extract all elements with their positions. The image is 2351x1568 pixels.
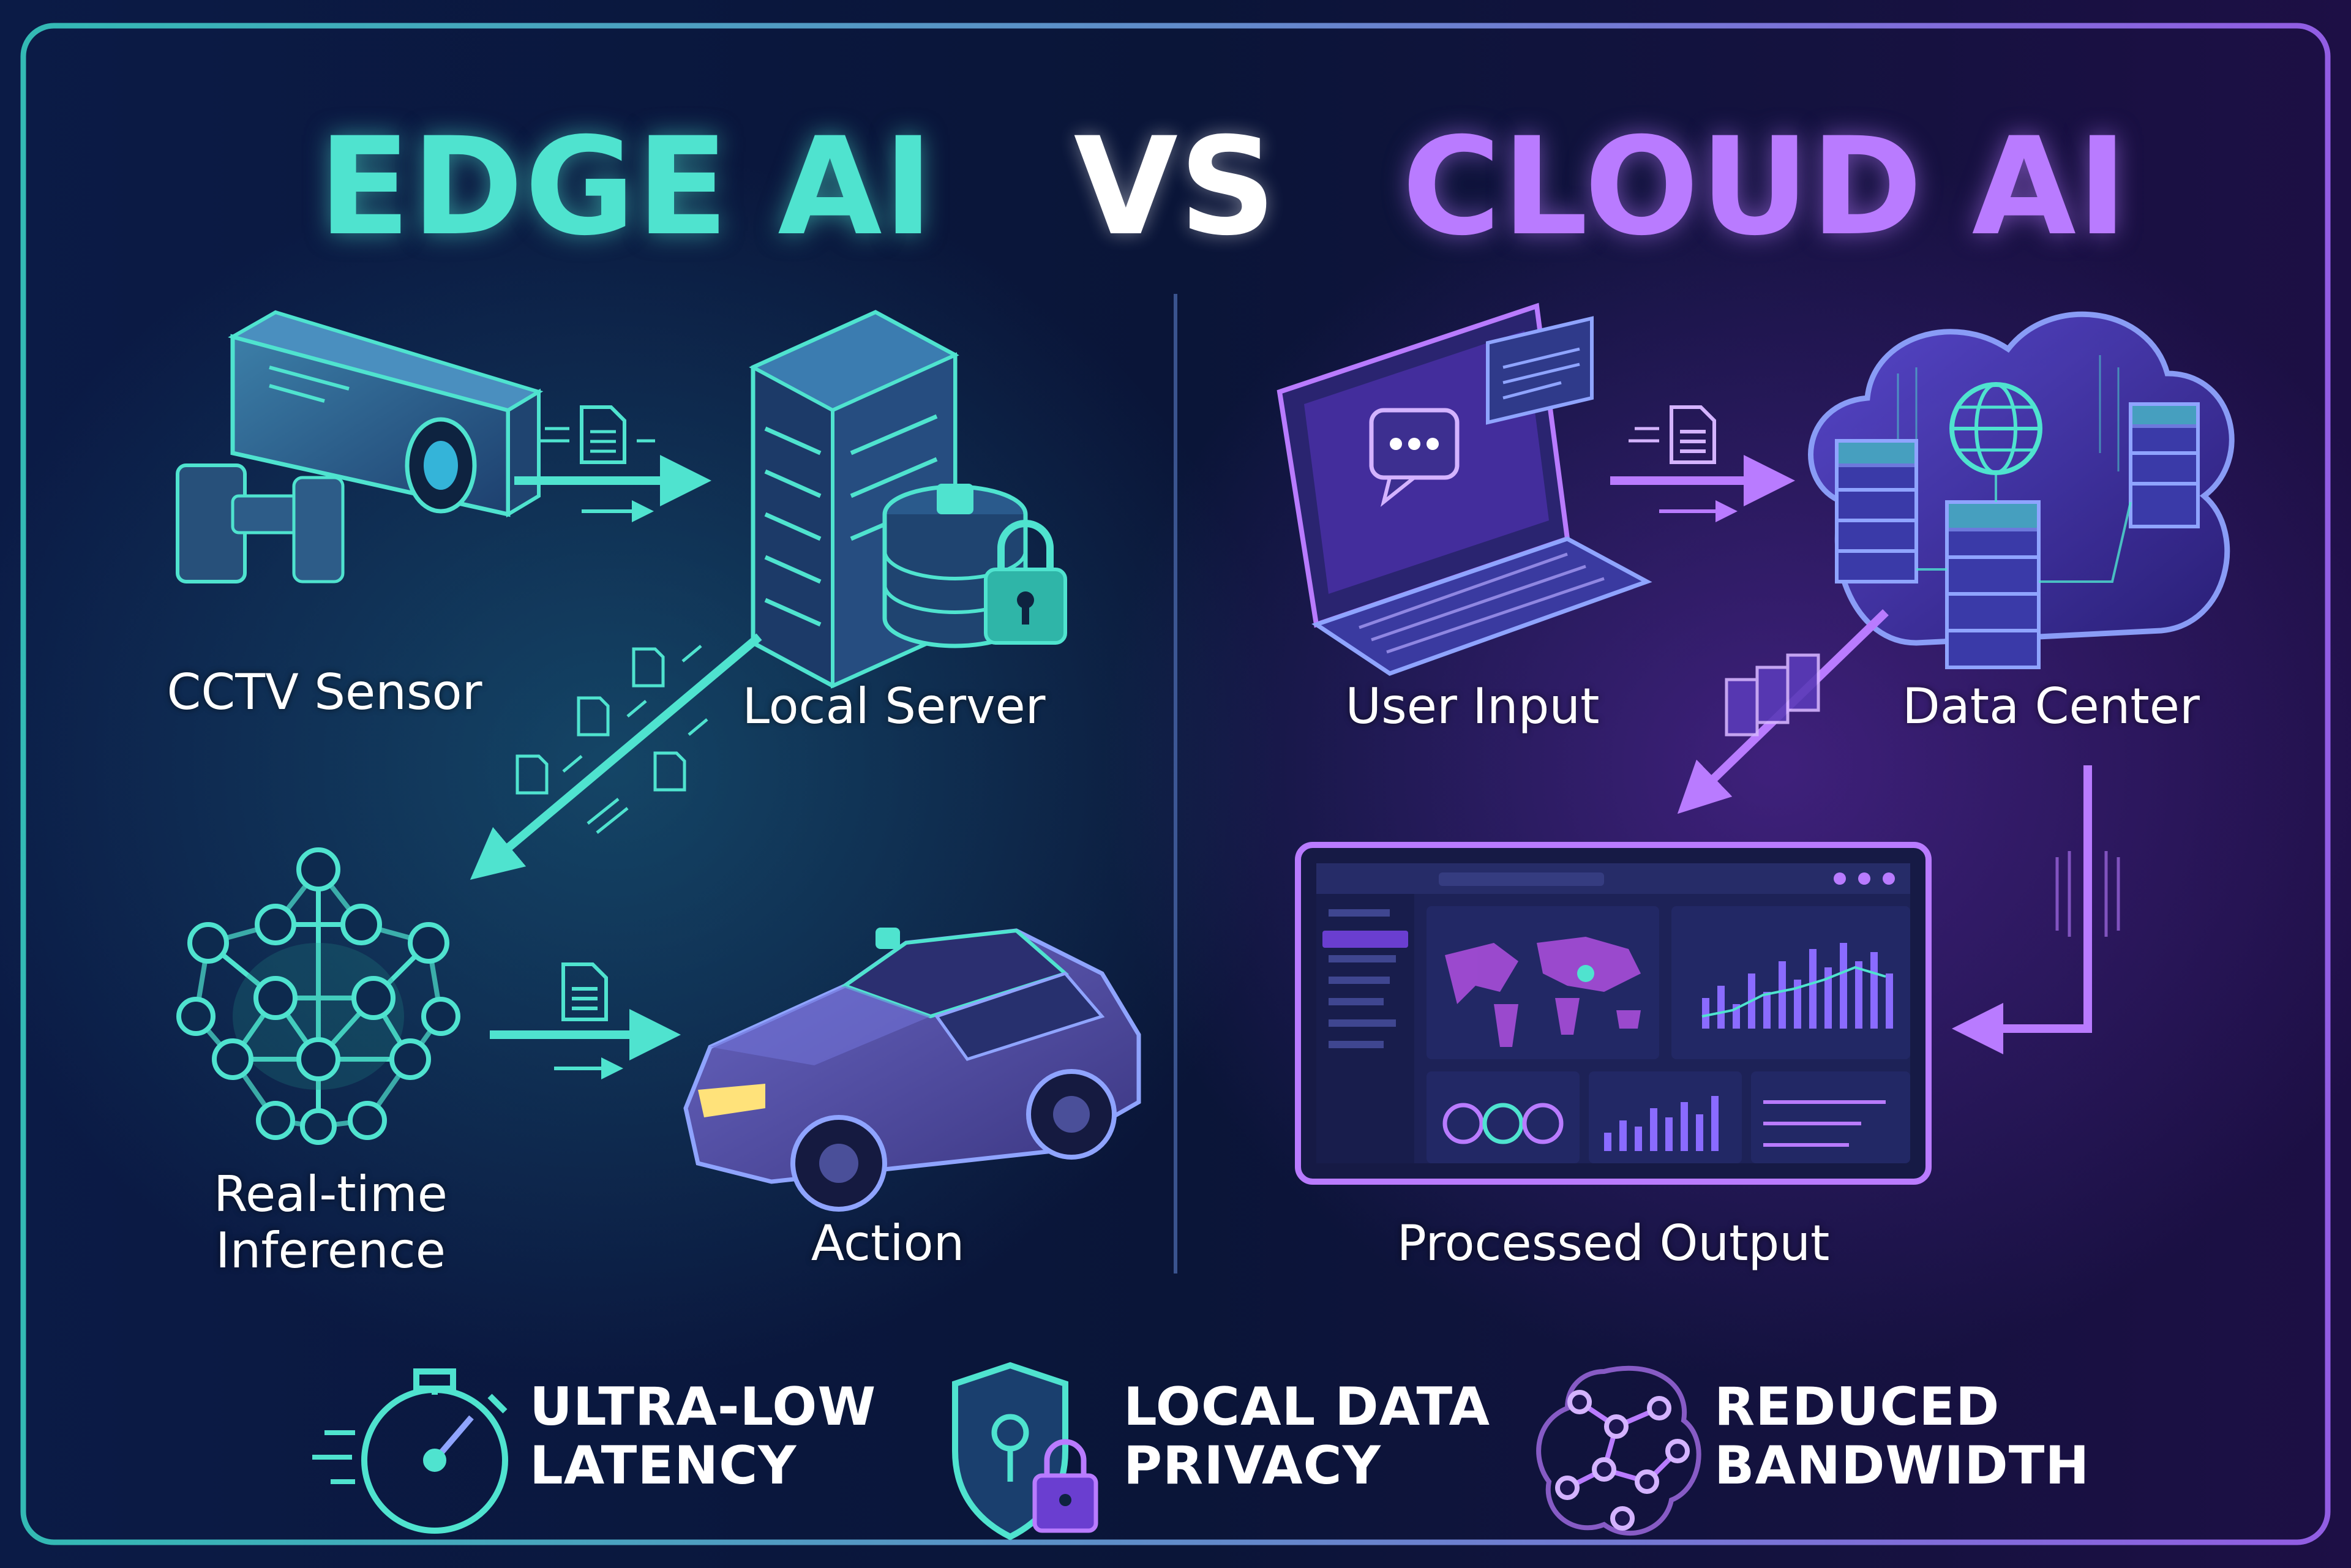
cloud-ai-heading: CLOUD AI [1402, 108, 2129, 265]
feature-latency-line2: LATENCY [530, 1435, 797, 1496]
feature-bandwidth: REDUCED BANDWIDTH [1714, 1378, 2090, 1495]
network-brain-icon [1536, 1365, 1701, 1536]
autonomous-car-icon [683, 928, 1141, 1212]
flow-arrow-input-to-datacenter [1610, 405, 1795, 522]
label-local-server: Local Server [742, 678, 1046, 735]
flow-arrow-datacenter-to-output [1677, 609, 1889, 814]
edge-ai-heading: EDGE AI [318, 108, 935, 265]
label-data-center: Data Center [1902, 678, 2200, 735]
label-action: Action [811, 1215, 965, 1272]
local-server-icon [749, 310, 1067, 689]
shield-lock-icon [952, 1362, 1098, 1540]
feature-privacy-line2: PRIVACY [1123, 1435, 1381, 1496]
label-processed-output: Processed Output [1397, 1215, 1830, 1272]
feature-bandwidth-line1: REDUCED [1714, 1376, 2000, 1438]
label-real-time-line1: Real-time [213, 1166, 448, 1223]
feature-latency-line1: ULTRA-LOW [530, 1376, 877, 1438]
label-real-time-inference: Real-time Inference [147, 1166, 514, 1279]
document-icon [1670, 405, 1716, 464]
label-real-time-line2: Inference [216, 1222, 446, 1279]
flow-arrow-datacenter-loop [1952, 765, 2120, 1054]
cloud-datacenter-icon [1808, 312, 2235, 669]
feature-latency: ULTRA-LOW LATENCY [530, 1378, 876, 1495]
vs-heading: VS [1073, 108, 1278, 265]
laptop-chat-icon [1277, 302, 1652, 676]
cctv-camera-icon [176, 310, 544, 583]
server-rack-icon [1835, 402, 2200, 669]
feature-privacy-line1: LOCAL DATA [1123, 1376, 1491, 1438]
flow-arrow-server-to-inference [470, 633, 762, 880]
label-cctv-sensor: CCTV Sensor [167, 664, 482, 721]
neural-network-icon [176, 847, 460, 1145]
feature-privacy: LOCAL DATA PRIVACY [1123, 1378, 1490, 1495]
dashboard-monitor-icon [1295, 842, 1932, 1185]
feature-bandwidth-line2: BANDWIDTH [1714, 1435, 2090, 1496]
flow-arrow-inference-to-action [490, 962, 681, 1079]
database-lock-icon [882, 484, 1067, 648]
outer-frame [20, 23, 2331, 1545]
world-map-icon [1445, 937, 1641, 1047]
stopwatch-icon [312, 1368, 508, 1534]
document-icon [561, 962, 608, 1021]
flow-arrow-sensor-to-server [514, 405, 711, 522]
document-icon [580, 405, 626, 464]
label-user-input: User Input [1345, 678, 1600, 735]
